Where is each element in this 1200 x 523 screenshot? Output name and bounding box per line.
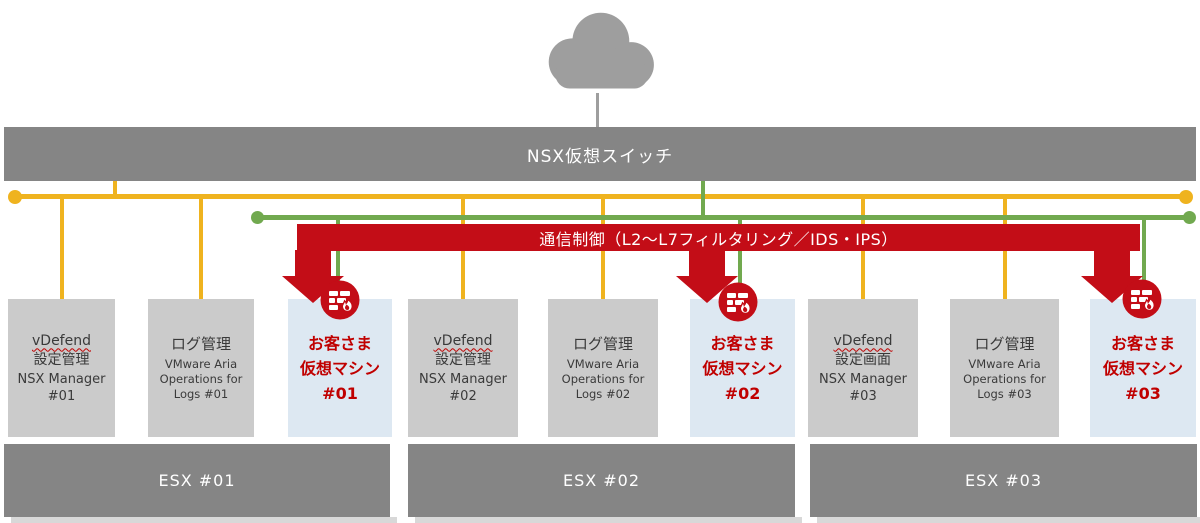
esx-host-bar: ESX #03: [810, 444, 1197, 517]
nsx-bar-label: NSX仮想スイッチ: [526, 146, 674, 167]
yellow-uplink-line: [113, 181, 117, 196]
vm-box-line: 仮想マシン: [1102, 358, 1183, 378]
green-endpoint-dot-right: [1183, 211, 1196, 224]
log-box-line: VMware Aria: [566, 357, 640, 371]
green-endpoint-dot-left: [251, 211, 264, 224]
traffic-control-banner: 通信制御（L2〜L7フィルタリング／IDS・IPS）: [297, 224, 1140, 251]
log-box-line: ログ管理: [974, 335, 1035, 353]
vm-box-line: #03: [1125, 383, 1161, 403]
log-box-line: VMware Aria: [164, 357, 238, 371]
vm-box-line: お客さま: [307, 333, 372, 353]
mgmt-box-line: NSX Manager: [419, 371, 507, 387]
firewall-icon: [718, 282, 758, 322]
customer-vm-box: お客さま仮想マシン #03: [1090, 299, 1196, 437]
vm-box-line: #01: [322, 383, 358, 403]
yellow-bus-line: [14, 194, 1187, 199]
mgmt-box-line: vDefend: [32, 332, 91, 349]
control-arrow-shaft: [1094, 250, 1130, 277]
green-drop-line: [738, 219, 742, 300]
mgmt-box-line: #02: [449, 388, 477, 404]
mgmt-box-line: #01: [47, 388, 76, 404]
log-box-line: ログ管理: [170, 335, 231, 353]
control-arrow-shaft: [295, 250, 331, 277]
yellow-drop-line: [60, 198, 64, 300]
log-box-line: Operations for: [561, 372, 645, 386]
nsx-virtual-switch-bar: NSX仮想スイッチ: [4, 127, 1196, 181]
log-box-line: Logs #03: [977, 387, 1032, 401]
vdefend-mgmt-box: vDefend 設定管理 NSX Manager#01: [8, 299, 115, 437]
log-box-line: VMware Aria: [968, 357, 1041, 371]
customer-vm-box: お客さま仮想マシン #02: [690, 299, 795, 437]
esx-host-label: ESX #02: [562, 471, 641, 490]
cloud-icon: [548, 12, 654, 89]
esx-bar-shadow: [11, 517, 397, 523]
esx-host-bar: ESX #01: [4, 444, 390, 517]
green-bus-line: [257, 215, 1190, 220]
firewall-icon: [1122, 279, 1162, 319]
esx-host-label: ESX #03: [964, 471, 1043, 490]
mgmt-box-line: 設定画面: [835, 351, 891, 368]
vdefend-mgmt-box: vDefend 設定管理 NSX Manager#02: [408, 299, 518, 437]
log-box-line: Operations for: [963, 372, 1046, 386]
green-drop-line: [1142, 219, 1146, 300]
cloud-connector-line: [596, 93, 599, 128]
log-box-line: ログ管理: [572, 335, 633, 353]
vm-box-line: お客さま: [1110, 333, 1175, 353]
esx-host-label: ESX #01: [158, 471, 236, 490]
vdefend-mgmt-box: vDefend 設定画面 NSX Manager#03: [808, 299, 918, 437]
firewall-icon: [320, 280, 360, 320]
traffic-control-label: 通信制御（L2〜L7フィルタリング／IDS・IPS）: [539, 229, 898, 249]
yellow-endpoint-dot-left: [8, 190, 22, 204]
mgmt-box-line: vDefend: [433, 332, 493, 349]
esx-bar-shadow: [415, 517, 802, 523]
vm-box-line: #02: [724, 383, 761, 403]
esx-host-bar: ESX #02: [408, 444, 795, 517]
log-box-line: Operations for: [159, 372, 243, 386]
vm-box-line: 仮想マシン: [299, 358, 380, 378]
esx-bar-shadow: [817, 517, 1200, 523]
mgmt-box-line: #03: [849, 388, 877, 404]
green-uplink-line: [701, 181, 705, 217]
mgmt-box-line: NSX Manager: [819, 371, 907, 387]
log-box-line: Logs #02: [575, 387, 631, 401]
control-arrow-shaft: [689, 250, 725, 277]
yellow-endpoint-dot-right: [1179, 190, 1193, 204]
mgmt-box-line: vDefend: [833, 332, 893, 349]
customer-vm-box: お客さま仮想マシン #01: [288, 299, 392, 437]
green-drop-line: [336, 219, 340, 300]
yellow-drop-line: [199, 198, 203, 300]
mgmt-box-line: 設定管理: [33, 351, 90, 368]
vm-box-line: お客さま: [710, 333, 775, 353]
mgmt-box-line: 設定管理: [435, 351, 491, 368]
vm-box-line: 仮想マシン: [702, 358, 783, 378]
mgmt-box-line: NSX Manager: [17, 371, 106, 387]
log-box-line: Logs #01: [173, 387, 229, 401]
